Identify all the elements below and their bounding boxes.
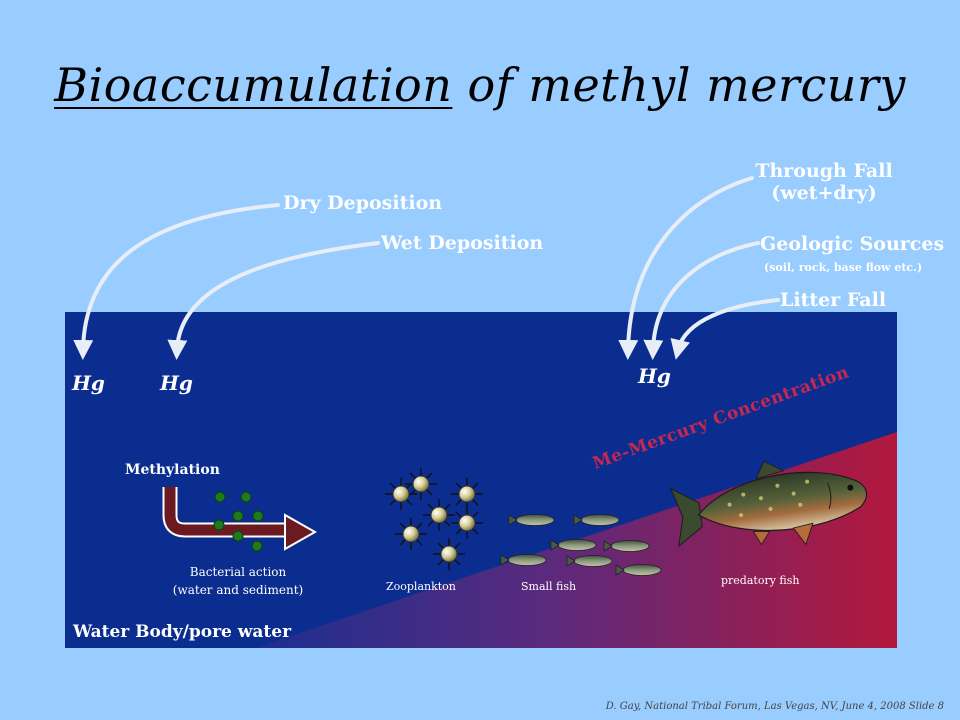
dry-deposition-label: Dry Deposition — [283, 192, 443, 214]
predatory-fish — [669, 460, 868, 548]
wet-deposition-arrow — [167, 241, 380, 360]
predatory-fish-label: predatory fish — [721, 574, 800, 587]
through-fall-label: Through Fall (wet+dry) — [744, 160, 904, 204]
slide-title: Bioaccumulation of methyl mercury — [0, 58, 960, 112]
litter-fall-label: Litter Fall — [780, 289, 887, 311]
zooplankton-label: Zooplankton — [386, 580, 456, 593]
hg-label-dry: Hg — [72, 371, 105, 395]
water-body-label: Water Body/pore water — [73, 622, 292, 642]
through-fall-line2: (wet+dry) — [771, 182, 877, 204]
bacterial-line2: (water and sediment) — [172, 583, 304, 597]
litter-fall-arrow — [670, 298, 780, 360]
bacteria-dots — [213, 491, 264, 552]
wet-deposition-label: Wet Deposition — [381, 232, 544, 254]
small-fish-label: Small fish — [521, 580, 577, 593]
slide-footer: D. Gay, National Tribal Forum, Las Vegas… — [605, 701, 944, 712]
geologic-sources-label: Geologic Sources — [760, 233, 945, 255]
bacterial-line1: Bacterial action — [189, 565, 287, 579]
small-fish-school — [500, 514, 662, 576]
bacterial-action-label: Bacterial action (water and sediment) — [156, 563, 320, 599]
methylation-label: Methylation — [125, 462, 220, 478]
geologic-sources-sub: (soil, rock, base flow etc.) — [764, 261, 923, 274]
through-fall-line1: Through Fall — [755, 160, 893, 182]
hg-label-wet: Hg — [160, 371, 193, 395]
through-fall-arrow — [618, 176, 754, 360]
geologic-arrow — [643, 241, 760, 360]
dry-deposition-arrow — [73, 203, 280, 360]
title-underlined-word: Bioaccumulation — [54, 58, 453, 112]
zooplankton-cluster — [385, 468, 483, 570]
methylation-arrow — [162, 487, 318, 551]
title-rest: of methyl mercury — [467, 58, 906, 112]
hg-label-surface: Hg — [638, 364, 671, 388]
